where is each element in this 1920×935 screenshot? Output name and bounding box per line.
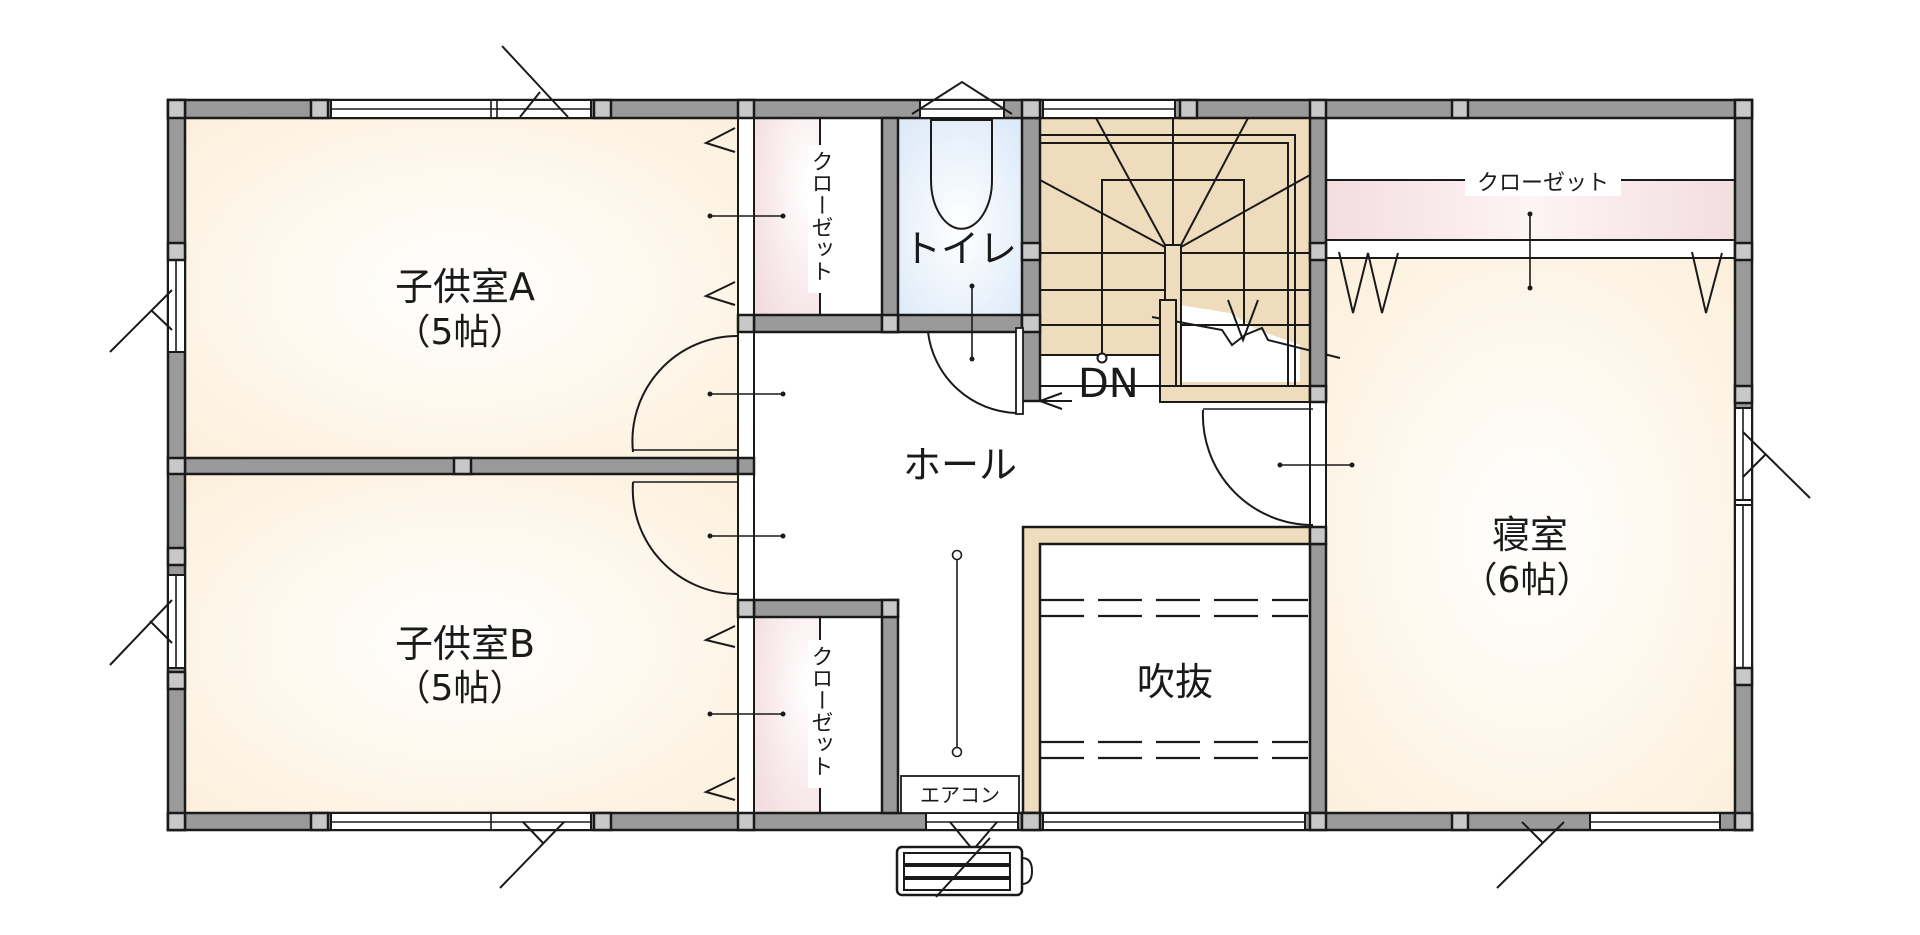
folding-door-closet-b[interactable] [703,625,736,801]
door-kids-b[interactable] [631,481,739,596]
aircon-outdoor-unit-icon [895,821,1034,898]
void-area [1021,525,1312,815]
staircase[interactable]: DN [1037,117,1341,410]
folding-door-closet-a[interactable] [703,127,736,306]
room-toilet[interactable] [898,118,1022,315]
stairs-dn-label: DN [1078,361,1139,407]
room-label-bedroom: 寝室 （6帖） [1462,513,1593,601]
room-label-kids-b: 子供室B （5帖） [395,622,535,709]
room-label-closet-a: クローゼット [808,145,833,293]
light-switch-markers [707,211,1533,758]
svg-text:（5帖）: （5帖） [395,312,526,353]
room-label-void: 吹抜 [1137,660,1213,704]
svg-text:子供室A: 子供室A [395,265,535,309]
svg-text:寝室: 寝室 [1492,513,1568,557]
folding-door-bedroom-closet[interactable] [1338,251,1723,314]
door-kids-a[interactable] [631,334,739,453]
room-label-closet-bedroom: クローゼット [1465,166,1621,196]
room-label-hall: ホール [903,443,1017,487]
structural-columns [166,98,1754,832]
room-label-kids-a: 子供室A （5帖） [395,265,535,353]
svg-text:クローゼット: クローゼット [808,150,833,282]
svg-text:（6帖）: （6帖） [1462,560,1593,601]
door-toilet[interactable] [927,327,1024,415]
room-label-toilet: トイレ [903,227,1017,271]
aircon-label: エアコン [920,783,1000,807]
windows-left [109,259,186,669]
svg-text:子供室B: 子供室B [395,622,535,666]
aircon-indoor-unit[interactable]: エアコン [900,775,1020,814]
room-kids-a[interactable] [185,118,738,458]
svg-text:（5帖）: （5帖） [395,668,526,709]
toilet-bowl-icon [930,119,993,230]
svg-text:クローゼット: クローゼット [808,645,833,777]
room-bedroom[interactable] [1326,258,1735,813]
windows-right [1734,407,1811,669]
room-kids-b[interactable] [185,474,738,813]
windows-top [330,45,1176,119]
svg-text:クローゼット: クローゼット [1477,171,1609,196]
room-label-closet-b: クローゼット [808,640,833,788]
door-bedroom[interactable] [1201,408,1314,527]
